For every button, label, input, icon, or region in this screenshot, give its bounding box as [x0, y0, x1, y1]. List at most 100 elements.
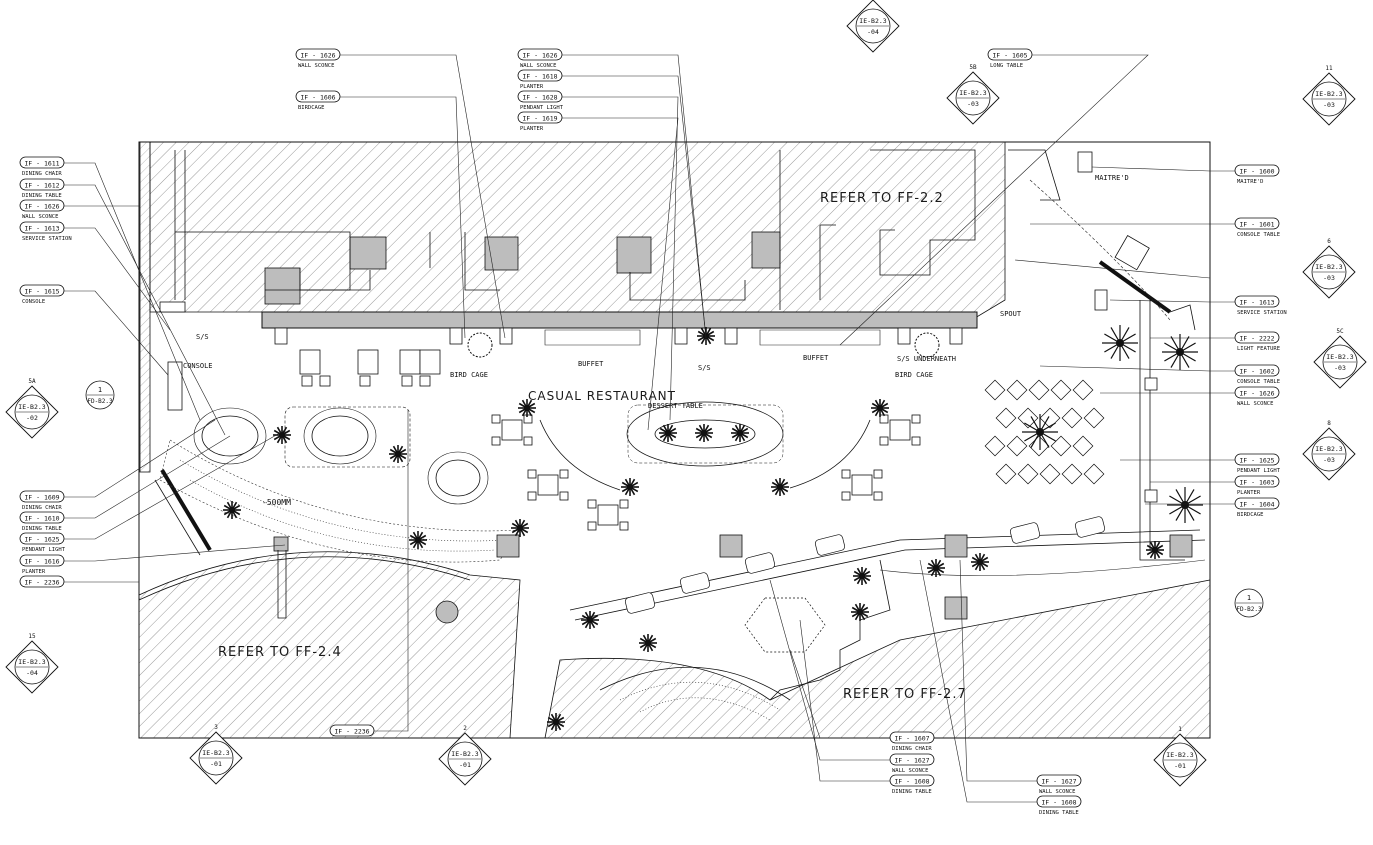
- callout-desc: PENDANT LIGHT: [1237, 468, 1281, 474]
- table-chair: [1050, 435, 1072, 457]
- table-chair: [1039, 407, 1061, 429]
- callout-code: IF - 1606: [300, 94, 335, 102]
- callout-code: IF - 1613: [1239, 299, 1274, 307]
- table-chair: [1083, 463, 1105, 485]
- plant-icon: [389, 445, 407, 463]
- callout-desc: WALL SCONCE: [298, 63, 334, 69]
- callout-code: IF - 1613: [24, 225, 59, 233]
- section-num: 1: [1247, 594, 1251, 602]
- label-ss-underneath: S/S UNDERNEATH: [897, 355, 956, 363]
- elevation-ref: IE-B2.3: [202, 749, 229, 757]
- elevation-ref: IE-B2.3: [1315, 263, 1342, 271]
- elevation-sub: -01: [210, 760, 222, 768]
- elevation-marker: IE-B2.3-013: [189, 724, 243, 785]
- table-chair: [984, 435, 1006, 457]
- callout-desc: WALL SCONCE: [1039, 789, 1075, 795]
- elevation-num: 2: [463, 725, 467, 732]
- label-console: CONSOLE: [183, 362, 213, 370]
- plant-icon: [1146, 541, 1164, 559]
- callout-code: IF - 1616: [24, 558, 59, 566]
- callout-desc: DINING TABLE: [22, 193, 62, 199]
- booth-table: [679, 572, 711, 594]
- callout-desc: BIRDCAGE: [1237, 512, 1264, 518]
- callout-code: IF - 1626: [24, 203, 59, 211]
- callout-code: IF - 1610: [24, 515, 59, 523]
- plant-icon: [547, 713, 565, 731]
- lower-terrace-zone: [544, 579, 1211, 739]
- elevation-ref: IE-B2.3: [18, 403, 45, 411]
- callout-code: IF - 1600: [1239, 168, 1274, 176]
- plant-icon: [621, 478, 639, 496]
- plant-icon: [731, 424, 749, 442]
- callout-code: IF - 1625: [24, 536, 59, 544]
- callout-code: IF - 2222: [1239, 335, 1274, 343]
- table-chair: [984, 379, 1006, 401]
- callout-tag: IF - 2236: [19, 575, 139, 588]
- booth-table: [1009, 522, 1041, 544]
- raised-stage: [159, 439, 521, 563]
- plant-icon: [518, 399, 536, 417]
- elevation-num: 5B: [969, 64, 977, 71]
- elevation-marker: IE-B2.3-036: [1302, 238, 1356, 299]
- label-buffet-b: BUFFET: [803, 354, 829, 362]
- callout-code: IF - 1611: [24, 160, 59, 168]
- callout-code: IF - 2236: [24, 579, 59, 587]
- callout-code: IF - 1603: [1239, 479, 1274, 487]
- callout-desc: PLANTER: [22, 569, 46, 575]
- callout-desc: CONSOLE TABLE: [1237, 232, 1280, 238]
- elevation-sub: -03: [1323, 456, 1335, 464]
- curved-facade-left: [138, 468, 521, 739]
- elevation-ref: IE-B2.3: [451, 750, 478, 758]
- callout-code: IF - 2236: [334, 728, 369, 736]
- callout-desc: SERVICE STATION: [1237, 310, 1287, 316]
- plant-icon: [697, 327, 715, 345]
- elevation-num: 5C: [1336, 328, 1344, 335]
- room-casual-restaurant: CASUAL RESTAURANT: [528, 389, 676, 403]
- callout-code: IF - 1628: [522, 94, 557, 102]
- table-chair: [1017, 463, 1039, 485]
- callout-desc: DINING CHAIR: [22, 171, 62, 177]
- callout-code: IF - 1626: [522, 52, 557, 60]
- elevation-ref: IE-B2.3: [18, 658, 45, 666]
- elevation-marker: IE-B2.3-0414: [846, 0, 900, 53]
- planters: [223, 325, 1203, 731]
- table-chair: [1028, 435, 1050, 457]
- plant-icon: [1102, 325, 1138, 361]
- room-refer-ff22: REFER TO FF-2.2: [820, 191, 944, 206]
- elevation-marker: IE-B2.3-011: [1153, 726, 1207, 787]
- callout-desc: BIRDCAGE: [298, 105, 325, 111]
- back-of-house-zone: S/S: [149, 141, 1006, 341]
- plant-icon: [853, 567, 871, 585]
- table-chair: [1039, 463, 1061, 485]
- callout-code: IF - 1625: [1239, 457, 1274, 465]
- callout-desc: WALL SCONCE: [22, 214, 58, 220]
- table-chair: [1028, 379, 1050, 401]
- callout-desc: PLANTER: [1237, 490, 1261, 496]
- label-dessert-table: DESSERT TABLE: [648, 402, 703, 410]
- label-buffet-a: BUFFET: [578, 360, 604, 368]
- callout-code: IF - 1609: [24, 494, 59, 502]
- callout-code: IF - 1615: [24, 288, 59, 296]
- table-chair: [1006, 435, 1028, 457]
- callout-desc: CONSOLE: [22, 299, 45, 305]
- label-maitred: MAITRE'D: [1095, 174, 1129, 182]
- callout-code: IF - 1608: [894, 778, 929, 786]
- callout-code: IF - 1612: [24, 182, 59, 190]
- table-chair: [1072, 435, 1094, 457]
- plant-icon: [1022, 414, 1058, 450]
- plant-icon: [771, 478, 789, 496]
